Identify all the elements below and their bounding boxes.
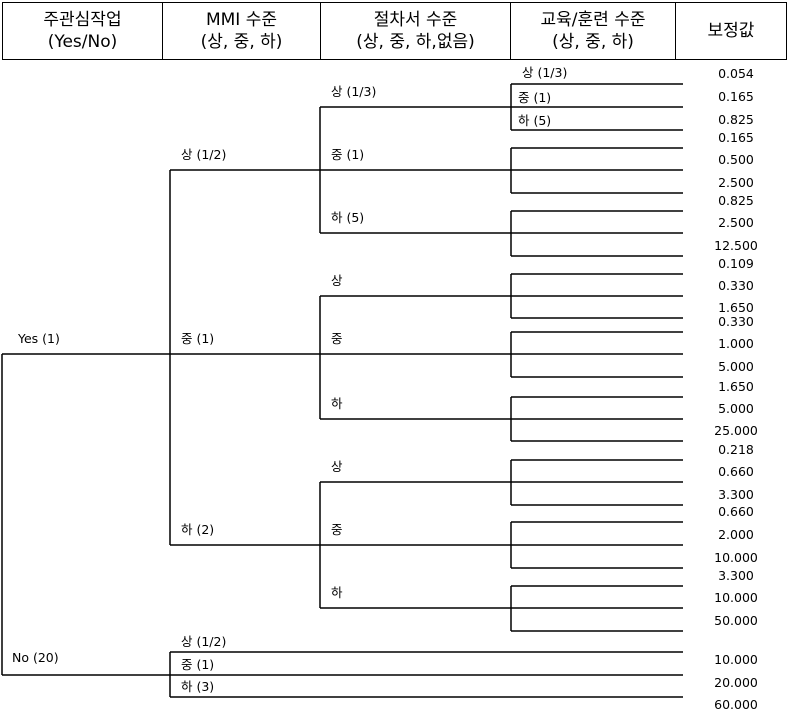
no-mmi-label: 중 (1) bbox=[181, 657, 214, 672]
correction-value: 5.000 bbox=[718, 401, 754, 416]
training-label: 하 (5) bbox=[518, 113, 551, 128]
correction-value: 20.000 bbox=[714, 675, 758, 690]
correction-value: 2.500 bbox=[718, 215, 754, 230]
no-mmi-label: 하 (3) bbox=[181, 679, 214, 694]
correction-value: 3.300 bbox=[718, 568, 754, 583]
mmi-label: 중 (1) bbox=[181, 331, 214, 346]
correction-value: 0.165 bbox=[718, 130, 754, 145]
correction-value: 12.500 bbox=[714, 238, 758, 253]
no-mmi-label: 상 (1/2) bbox=[181, 634, 226, 649]
header-subject-task: 주관심작업 (Yes/No) bbox=[3, 3, 163, 59]
procedure-label: 중 (1) bbox=[331, 147, 364, 162]
correction-value: 50.000 bbox=[714, 613, 758, 628]
header-subject-task-line2: (Yes/No) bbox=[47, 32, 118, 52]
no-label: No (20) bbox=[12, 650, 59, 665]
header-procedure-level: 절차서 수준 (상, 중, 하,없음) bbox=[321, 3, 511, 59]
header-mmi-level-line2: (상, 중, 하) bbox=[200, 32, 283, 52]
correction-value: 1.650 bbox=[718, 379, 754, 394]
correction-value: 0.660 bbox=[718, 464, 754, 479]
header-subject-task-line1: 주관심작업 bbox=[43, 10, 122, 30]
mmi-label: 상 (1/2) bbox=[181, 147, 226, 162]
correction-value: 3.300 bbox=[718, 487, 754, 502]
correction-value: 0.330 bbox=[718, 278, 754, 293]
correction-value: 25.000 bbox=[714, 423, 758, 438]
procedure-label: 중 bbox=[331, 331, 343, 346]
procedure-label: 중 bbox=[331, 522, 343, 537]
procedure-label: 하 bbox=[331, 396, 343, 411]
correction-value: 0.500 bbox=[718, 152, 754, 167]
correction-value: 0.825 bbox=[718, 193, 754, 208]
correction-value: 5.000 bbox=[718, 359, 754, 374]
correction-value: 10.000 bbox=[714, 550, 758, 565]
header-mmi-level-line1: MMI 수준 bbox=[205, 10, 278, 30]
header-training-level-line1: 교육/훈련 수준 bbox=[540, 10, 646, 30]
header-training-level-line2: (상, 중, 하) bbox=[552, 32, 634, 52]
yes-label: Yes (1) bbox=[17, 331, 60, 346]
correction-value: 0.109 bbox=[718, 256, 754, 271]
procedure-label: 하 (5) bbox=[331, 210, 364, 225]
header-correction-value-line1: 보정값 bbox=[707, 21, 755, 41]
header-training-level: 교육/훈련 수준 (상, 중, 하) bbox=[511, 3, 676, 59]
header-procedure-level-line1: 절차서 수준 bbox=[373, 10, 458, 30]
header-correction-value: 보정값 bbox=[676, 3, 786, 59]
procedure-label: 상 (1/3) bbox=[331, 84, 376, 99]
header-row: 주관심작업 (Yes/No) MMI 수준 (상, 중, 하) 절차서 수준 (… bbox=[2, 2, 787, 60]
training-label: 상 (1/3) bbox=[522, 65, 567, 80]
procedure-label: 하 bbox=[331, 585, 343, 600]
correction-value: 0.660 bbox=[718, 504, 754, 519]
correction-value: 10.000 bbox=[714, 590, 758, 605]
procedure-label: 상 bbox=[331, 459, 343, 474]
header-procedure-level-line2: (상, 중, 하,없음) bbox=[356, 32, 475, 52]
procedure-label: 상 bbox=[331, 273, 343, 288]
correction-value: 1.000 bbox=[718, 336, 754, 351]
correction-value: 2.500 bbox=[718, 175, 754, 190]
correction-value: 10.000 bbox=[714, 652, 758, 667]
correction-value: 0.825 bbox=[718, 112, 754, 127]
correction-value: 0.054 bbox=[718, 66, 754, 81]
training-label: 중 (1) bbox=[518, 90, 551, 105]
correction-value: 1.650 bbox=[718, 300, 754, 315]
correction-value: 2.000 bbox=[718, 527, 754, 542]
correction-value: 0.330 bbox=[718, 314, 754, 329]
mmi-label: 하 (2) bbox=[181, 522, 214, 537]
correction-value: 60.000 bbox=[714, 697, 758, 712]
correction-value: 0.218 bbox=[718, 442, 754, 457]
header-mmi-level: MMI 수준 (상, 중, 하) bbox=[163, 3, 321, 59]
correction-value: 0.165 bbox=[718, 89, 754, 104]
